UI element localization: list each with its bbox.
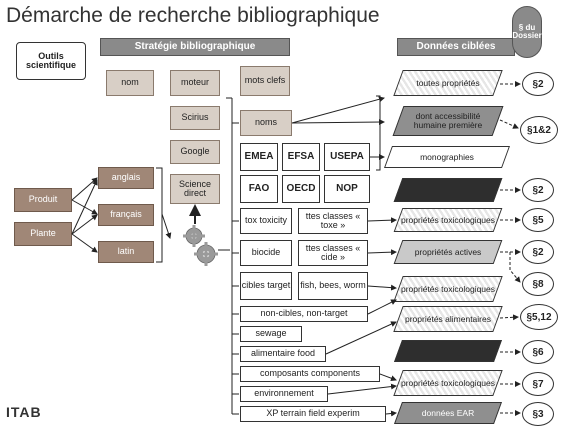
kw-alimentaire: alimentaire food: [240, 346, 326, 362]
paragraph-circle: §1&2: [520, 116, 558, 144]
kw-biocide: biocide: [240, 240, 292, 266]
kw-sewage: sewage: [240, 326, 302, 342]
lang-latin: latin: [98, 241, 154, 263]
engine-science-direct: Science direct: [170, 174, 220, 204]
agency-nop: NOP: [324, 175, 370, 203]
input-produit: Produit: [14, 188, 72, 212]
moteur-box: moteur: [170, 70, 220, 96]
agency-fao: FAO: [240, 175, 278, 203]
input-plante: Plante: [14, 222, 72, 246]
kw-cibles: cibles target: [240, 272, 292, 300]
paragraph-circle: §5,12: [520, 304, 558, 330]
page-title: Démarche de recherche bibliographique: [6, 4, 380, 27]
paragraph-circle: §3: [522, 402, 554, 426]
mots-clefs-box: mots clefs: [240, 66, 290, 96]
kw-environnement: environnement: [240, 386, 328, 402]
kw-xp: XP terrain field experim: [240, 406, 386, 422]
dossier-header: § du Dossier: [512, 6, 542, 58]
paragraph-circle: §2: [522, 72, 554, 96]
paragraph-circle: §7: [522, 372, 554, 396]
kw-ttes-cide: ttes classes « cide »: [298, 240, 368, 266]
kw-fish: fish, bees, worm: [298, 272, 368, 300]
kw-composants: composants components: [240, 366, 380, 382]
paragraph-circle: §8: [522, 272, 554, 296]
agency-usepa: USEPA: [324, 143, 370, 171]
agency-emea: EMEA: [240, 143, 278, 171]
agency-efsa: EFSA: [282, 143, 320, 171]
paragraph-circle: §2: [522, 240, 554, 264]
paragraph-circle: §6: [522, 340, 554, 364]
logo: ITAB: [6, 404, 42, 420]
engine-google: Google: [170, 140, 220, 164]
lang-francais: français: [98, 204, 154, 226]
engine-scirius: Scirius: [170, 106, 220, 130]
targets-header: Données ciblées: [397, 38, 515, 56]
paragraph-circle: §5: [522, 208, 554, 232]
kw-tox: tox toxicity: [240, 208, 292, 234]
lang-anglais: anglais: [98, 167, 154, 189]
gears-icon: [183, 225, 218, 266]
noms-box: noms: [240, 110, 292, 136]
paragraph-circle: §2: [522, 178, 554, 202]
agency-oecd: OECD: [282, 175, 320, 203]
tools-scroll: Outils scientifique: [16, 42, 86, 80]
kw-non-cibles: non-cibles, non-target: [240, 306, 368, 322]
strategy-header: Stratégie bibliographique: [100, 38, 290, 56]
nom-box: nom: [106, 70, 154, 96]
kw-ttes-toxe: ttes classes « toxe »: [298, 208, 368, 234]
